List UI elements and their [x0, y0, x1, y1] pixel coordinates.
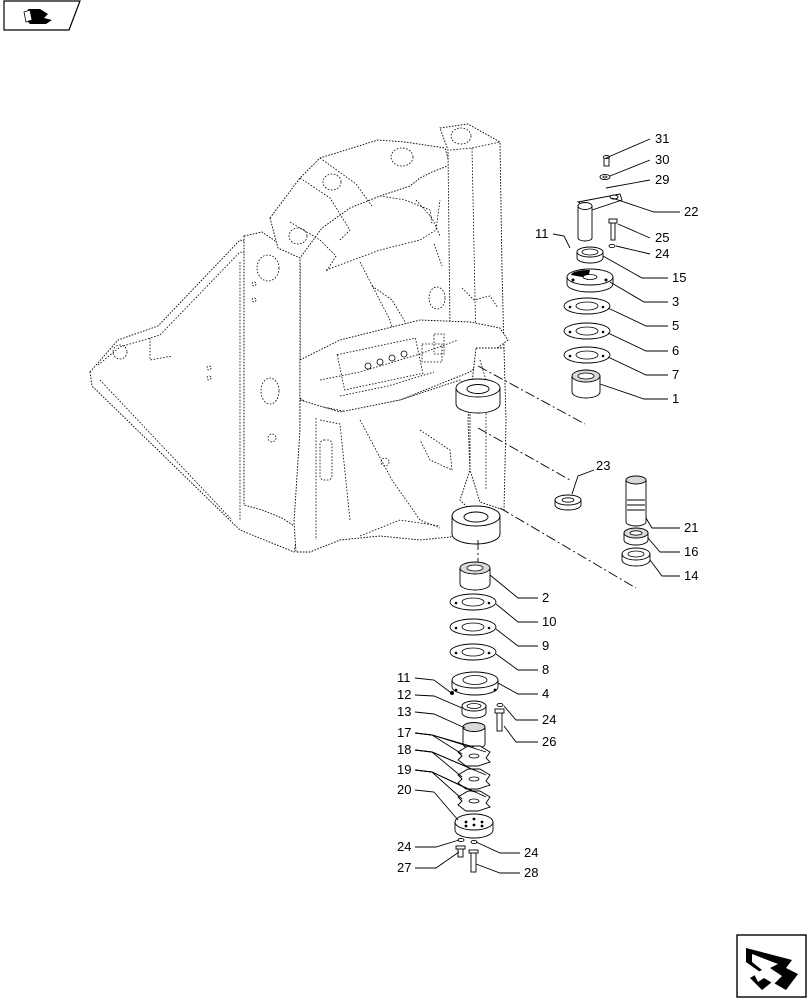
right-pin-assembly: [621, 475, 651, 567]
callout-21: 21: [684, 520, 698, 535]
callout-4: 4: [542, 686, 549, 701]
callout-1: 1: [672, 391, 679, 406]
callout-27: 27: [397, 860, 411, 875]
lower-pivot-boss: [451, 505, 501, 545]
callout-24-mid: 24: [542, 712, 556, 727]
callout-31: 31: [655, 131, 669, 146]
callout-17: 17: [397, 725, 411, 740]
callout-20: 20: [397, 782, 411, 797]
part-23-washer: [554, 494, 582, 511]
callout-25: 25: [655, 230, 669, 245]
callout-15: 15: [672, 270, 686, 285]
callout-16: 16: [684, 544, 698, 559]
upper-pivot-boss: [455, 378, 501, 414]
next-page-arrow-icon[interactable]: [736, 934, 807, 998]
callout-12: 12: [397, 687, 411, 702]
front-frame-drawing: [89, 123, 509, 553]
callout-11: 11: [535, 226, 549, 241]
upper-pin-assembly: [563, 154, 623, 399]
callout-26: 26: [542, 734, 556, 749]
callout-28: 28: [524, 865, 538, 880]
leader-lines: [414, 138, 680, 874]
callout-5: 5: [672, 318, 679, 333]
lower-pin-assembly: [449, 561, 505, 873]
callout-9: 9: [542, 638, 549, 653]
callout-11-lower: 11: [397, 670, 411, 685]
callout-labels: 31 30 29 22 25 24 11 15 3 5 6 7 1 23 21 …: [397, 131, 698, 880]
callout-24-bottom-left: 24: [397, 839, 411, 854]
callout-24: 24: [655, 246, 669, 261]
callout-23: 23: [596, 458, 610, 473]
callout-29: 29: [655, 172, 669, 187]
callout-10: 10: [542, 614, 556, 629]
callout-19: 19: [397, 762, 411, 777]
book-navigation-icon[interactable]: [3, 0, 81, 31]
callout-30: 30: [655, 152, 669, 167]
callout-13: 13: [397, 704, 411, 719]
callout-22: 22: [684, 204, 698, 219]
callout-18: 18: [397, 742, 411, 757]
callout-8: 8: [542, 662, 549, 677]
callout-7: 7: [672, 367, 679, 382]
callout-3: 3: [672, 294, 679, 309]
callout-2: 2: [542, 590, 549, 605]
callout-24-bottom-right: 24: [524, 845, 538, 860]
callout-6: 6: [672, 343, 679, 358]
callout-14: 14: [684, 568, 698, 583]
